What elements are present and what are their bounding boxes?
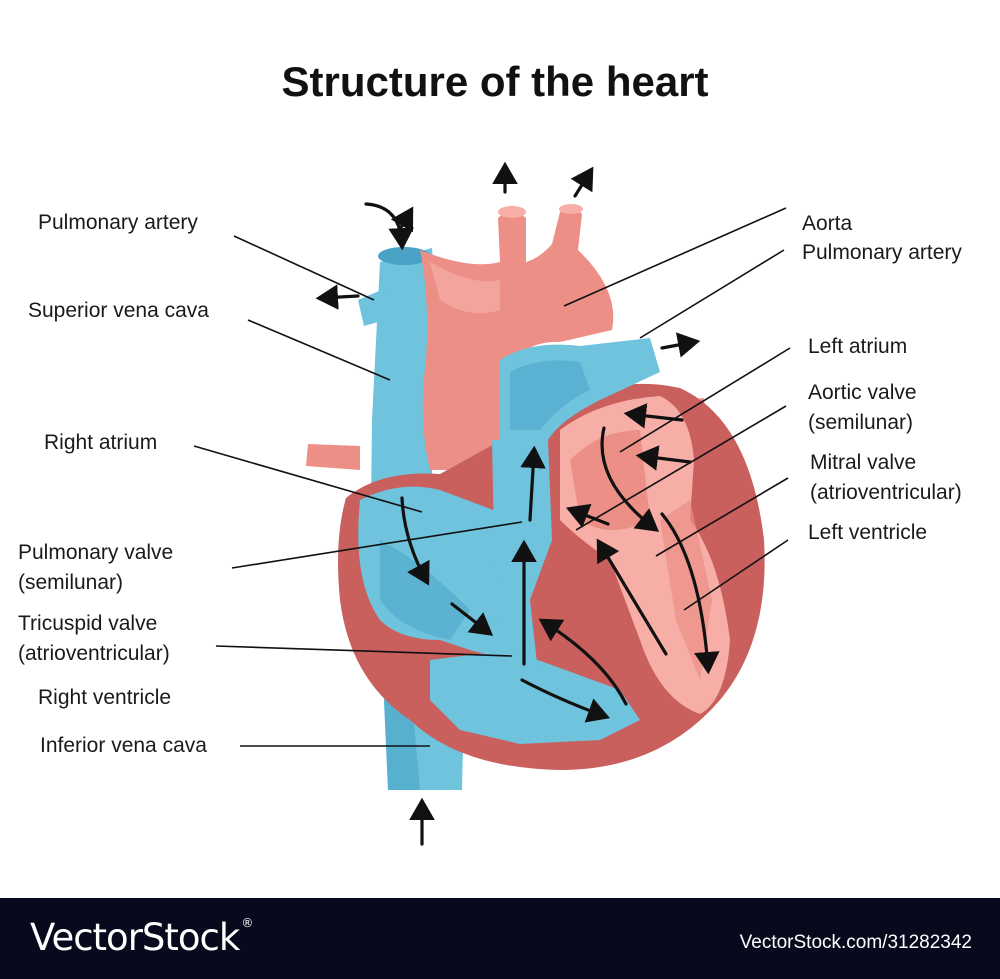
brand-registered-mark: ® — [241, 916, 253, 930]
label-pulmonary-valve: Pulmonary valve (semilunar) — [18, 538, 173, 598]
label-left-ventricle: Left ventricle — [808, 521, 928, 544]
brand-logo[interactable]: VectorStock® — [30, 916, 253, 959]
label-mitral-valve-line2: (atrioventricular) — [810, 481, 962, 504]
label-right-atrium: Right atrium — [44, 431, 158, 454]
footer-bar: VectorStock® VectorStock.com/31282342 — [0, 898, 1000, 979]
leader-lines — [193, 207, 791, 747]
label-pulmonary-valve-line1: Pulmonary valve — [18, 541, 174, 564]
label-tricuspid-valve-line1: Tricuspid valve — [18, 612, 158, 635]
label-mitral-valve-line1: Mitral valve — [810, 451, 917, 474]
label-aortic-valve: Aortic valve (semilunar) — [808, 378, 917, 438]
stock-id-link[interactable]: VectorStock.com/31282342 — [739, 932, 972, 953]
label-pulmonary-valve-line2: (semilunar) — [18, 571, 124, 594]
label-pulmonary-artery-left: Pulmonary artery — [38, 211, 198, 234]
label-aorta: Aorta — [802, 212, 853, 235]
brand-name: VectorStock — [30, 916, 240, 959]
label-inferior-vena-cava: Inferior vena cava — [40, 734, 207, 757]
label-left-atrium: Left atrium — [808, 335, 908, 358]
label-tricuspid-valve-line2: (atrioventricular) — [18, 642, 170, 665]
diagram-title: Structure of the heart — [281, 58, 709, 105]
label-pulmonary-artery-right: Pulmonary artery — [802, 241, 962, 264]
label-aortic-valve-line2: (semilunar) — [808, 411, 914, 434]
label-superior-vena-cava: Superior vena cava — [28, 299, 209, 322]
label-mitral-valve: Mitral valve (atrioventricular) — [810, 448, 962, 508]
label-tricuspid-valve: Tricuspid valve (atrioventricular) — [18, 609, 170, 669]
label-aortic-valve-line1: Aortic valve — [808, 381, 917, 404]
label-right-ventricle: Right ventricle — [38, 686, 172, 709]
